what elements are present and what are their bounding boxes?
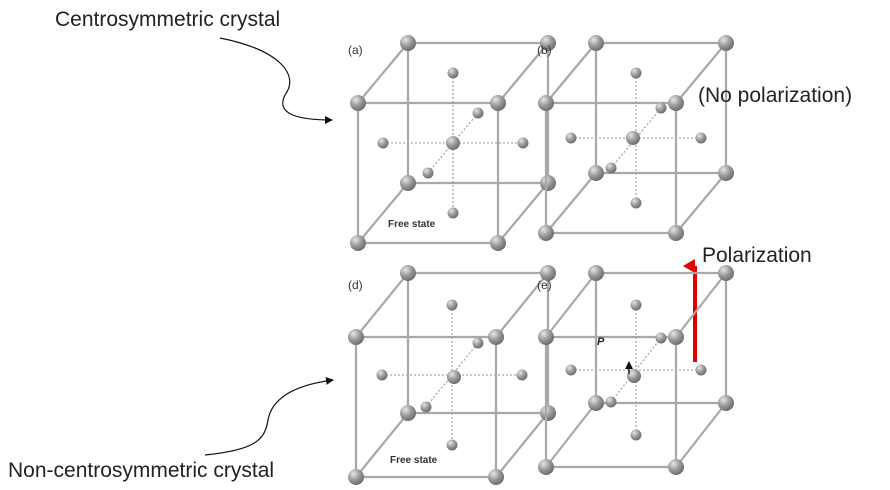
cell-a-corner-atom-0 <box>400 35 416 51</box>
cell-e-edge <box>545 272 597 338</box>
cell-a-corner-atom-1 <box>540 35 556 51</box>
non-centrosymmetric-label: Non-centrosymmetric crystal <box>8 459 275 482</box>
panel-b-tag: (b) <box>537 43 552 57</box>
cell-e-face-atom-front <box>605 396 617 408</box>
cell-b-corner-atom-4 <box>538 95 554 111</box>
cell-a-axis <box>427 112 479 174</box>
cell-d-face-atom-front <box>420 401 432 413</box>
cell-a-face-atom-back <box>472 107 484 119</box>
cell-b-edge <box>545 42 597 104</box>
cell-d-face-atom-left <box>376 369 388 381</box>
cell-b-edge <box>545 172 597 234</box>
cell-b-corner-atom-7 <box>668 225 684 241</box>
cell-d-corner-atom-2 <box>400 405 416 421</box>
cell-d-corner-atom-7 <box>488 469 504 485</box>
cell-e-edge <box>675 272 727 338</box>
cell-a-edge <box>357 42 409 104</box>
cell-a-edge <box>357 182 409 244</box>
cell-e-corner-atom-0 <box>588 265 604 281</box>
cell-d-face-atom-bottom <box>446 439 458 451</box>
panel-e-tag: (e) <box>537 278 552 292</box>
cell-e-corner-atom-2 <box>588 395 604 411</box>
cell-d-edge <box>495 412 549 478</box>
cell-b-axis <box>610 107 662 169</box>
cell-d-face-atom-back <box>472 337 484 349</box>
cell-a-face-atom-left <box>377 137 389 149</box>
cell-e-corner-atom-1 <box>718 265 734 281</box>
cell-a-corner-atom-5 <box>490 95 506 111</box>
panel-d-caption: Free state <box>390 455 438 466</box>
cell-e-face-atom-left <box>565 364 577 376</box>
cell-d-center-atom <box>447 370 461 384</box>
cell-d-corner-atom-5 <box>488 329 504 345</box>
polarization-label: Polarization <box>702 244 812 267</box>
cell-b-center-atom <box>626 131 640 145</box>
cell-a-corner-atom-4 <box>350 95 366 111</box>
cell-b-face-atom-right <box>695 132 707 144</box>
centro-pointer-arrow <box>219 37 333 124</box>
cell-d-corner-atom-3 <box>540 405 556 421</box>
cell-e-corner-atom-4 <box>538 329 554 345</box>
cell-b-corner-atom-3 <box>718 165 734 181</box>
cell-a-face-atom-top <box>447 67 459 79</box>
cell-e-face-atom-top <box>630 299 642 311</box>
cell-b-edge <box>675 172 727 234</box>
cell-b-face-atom-bottom <box>630 197 642 209</box>
cell-e-face-atom-back <box>655 332 667 344</box>
cell-e-face-atom-right <box>695 364 707 376</box>
cell-e-corner-atom-7 <box>668 459 684 475</box>
cell-e-corner-atom-3 <box>718 395 734 411</box>
cell-b-face-atom-front <box>605 162 617 174</box>
cell-a-corner-atom-2 <box>400 175 416 191</box>
cell-a-edge <box>497 182 549 244</box>
cell-b-corner-atom-2 <box>588 165 604 181</box>
no-polarization-label: (No polarization) <box>698 84 853 107</box>
cell-a-corner-atom-7 <box>490 235 506 251</box>
cell-a-face-atom-front <box>422 167 434 179</box>
cell-e-corner-atom-5 <box>668 329 684 345</box>
cell-e-corner-atom-6 <box>538 459 554 475</box>
cell-d-corner-atom-6 <box>348 469 364 485</box>
cell-b-edge <box>675 42 727 104</box>
cell-b-face-atom-left <box>565 132 577 144</box>
panel-a-caption: Free state <box>388 219 436 230</box>
noncentro-pointer-arrow <box>204 376 334 456</box>
cell-d-face-atom-top <box>446 299 458 311</box>
cell-b-face-atom-top <box>630 67 642 79</box>
panel-d-tag: (d) <box>348 278 363 292</box>
cell-d-edge <box>355 272 409 338</box>
cell-d-face-atom-right <box>516 369 528 381</box>
cell-b-corner-atom-1 <box>718 35 734 51</box>
cell-e-edge <box>675 402 727 468</box>
cell-a-face-atom-bottom <box>447 207 459 219</box>
centrosymmetric-label: Centrosymmetric crystal <box>55 8 281 31</box>
cell-a-corner-atom-6 <box>350 235 366 251</box>
cell-a-edge <box>497 42 549 104</box>
panel-a-tag: (a) <box>348 43 363 57</box>
cell-b-corner-atom-0 <box>588 35 604 51</box>
cell-d-corner-atom-4 <box>348 329 364 345</box>
cell-a-face-atom-right <box>517 137 529 149</box>
cell-b-corner-atom-6 <box>538 225 554 241</box>
polarization-vector-label: P <box>597 336 605 348</box>
cell-e-face-atom-bottom <box>630 429 642 441</box>
cell-a-corner-atom-3 <box>540 175 556 191</box>
cell-d-edge <box>355 412 409 478</box>
cell-a-center-atom <box>446 136 460 150</box>
cell-d-corner-atom-0 <box>400 265 416 281</box>
cell-d-corner-atom-1 <box>540 265 556 281</box>
cell-e-edge <box>545 402 597 468</box>
cell-d-edge <box>495 272 549 338</box>
cell-b-face-atom-back <box>655 102 667 114</box>
cell-b-corner-atom-5 <box>668 95 684 111</box>
cell-e-center-atom <box>627 369 641 383</box>
